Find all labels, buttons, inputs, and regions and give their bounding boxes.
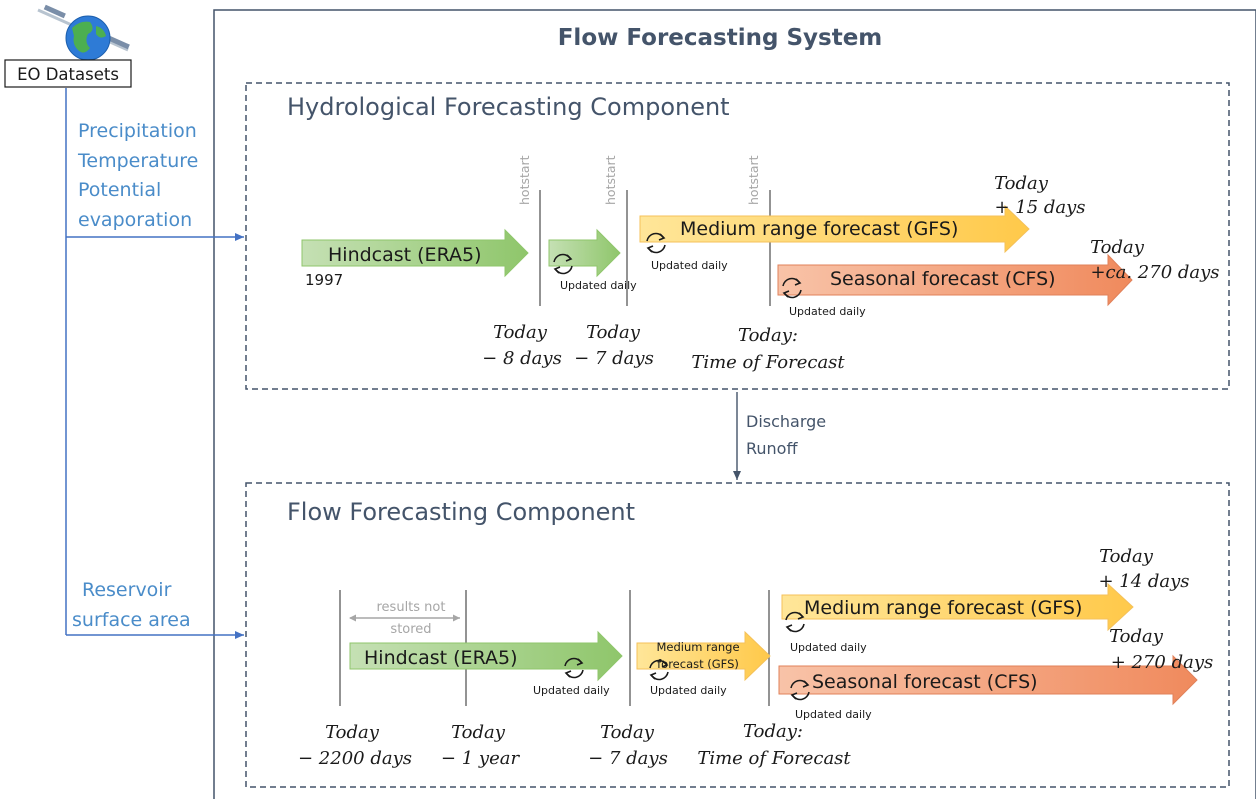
time-label: − 7 days — [588, 748, 668, 769]
flow-component-box — [245, 482, 1230, 788]
link-label: Runoff — [746, 439, 798, 458]
time-label: Today: — [743, 721, 803, 742]
time-label: + 14 days — [1098, 571, 1189, 592]
updated-daily-label: Updated daily — [789, 305, 866, 318]
time-label: Today — [1090, 237, 1145, 258]
flow-medium-bridge-arrow — [636, 630, 771, 682]
results-not-stored-label: stored — [390, 622, 431, 637]
hydro-hindcast-label: Hindcast (ERA5) — [328, 244, 482, 266]
hydro-seasonal-forecast-label: Seasonal forecast (CFS) — [830, 268, 1056, 290]
eo-datasets-label: EO Datasets — [17, 65, 119, 84]
time-label: Today: — [738, 325, 798, 346]
flow-seasonal-forecast-label: Seasonal forecast (CFS) — [812, 671, 1038, 693]
hydro-component-box — [245, 82, 1230, 390]
eo-datasets-box — [4, 59, 132, 88]
time-label: + 270 days — [1111, 652, 1214, 673]
flow-hindcast-arrow — [349, 630, 623, 682]
hydro-medium-forecast-label: Medium range forecast (GFS) — [680, 218, 958, 240]
time-label: − 1 year — [441, 748, 521, 769]
time-label: Today — [1099, 546, 1154, 567]
time-label: Time of Forecast — [691, 352, 845, 373]
time-label: Time of Forecast — [697, 748, 851, 769]
hotstart-label: hotstart — [603, 155, 618, 205]
system-frame — [213, 9, 1256, 799]
updated-daily-label: Updated daily — [560, 279, 637, 292]
time-label: Today — [994, 173, 1049, 194]
time-label: Today — [1109, 626, 1164, 647]
time-label: Today — [325, 722, 380, 743]
results-not-stored-label: results not — [377, 600, 446, 615]
updated-daily-label: Updated daily — [533, 684, 610, 697]
hydro-start-year: 1997 — [305, 271, 343, 289]
updated-daily-label: Updated daily — [795, 708, 872, 721]
hydro-component-title: Hydrological Forecasting Component — [287, 93, 730, 121]
link-label: Discharge — [746, 412, 826, 431]
updated-daily-label: Updated daily — [650, 684, 727, 697]
time-label: Today — [600, 722, 655, 743]
flow-medium-bridge-label: Medium range — [656, 640, 739, 654]
system-title: Flow Forecasting System — [558, 25, 883, 51]
time-label: − 7 days — [574, 348, 654, 369]
time-label: Today — [493, 322, 548, 343]
reservoir-input-labels: Reservoir surface area — [72, 579, 191, 631]
flow-seasonal-forecast-arrow — [778, 654, 1198, 706]
hydro-seasonal-forecast-arrow — [777, 253, 1133, 307]
flow-medium-forecast-label: Medium range forecast (GFS) — [804, 597, 1082, 619]
time-label: Today — [586, 322, 641, 343]
input-label: Potential — [78, 179, 161, 201]
time-label: Today — [451, 722, 506, 743]
time-label: +ca. 270 days — [1090, 262, 1219, 283]
input-label: evaporation — [78, 209, 192, 231]
flow-medium-bridge-label: forecast (GFS) — [657, 657, 739, 671]
time-label: − 8 days — [482, 348, 562, 369]
flow-hindcast-label: Hindcast (ERA5) — [364, 647, 518, 669]
flow-medium-forecast-arrow — [781, 582, 1134, 632]
hydro-hindcast-arrow — [301, 228, 529, 278]
flow-component-title: Flow Forecasting Component — [287, 498, 635, 526]
time-label: + 15 days — [994, 197, 1085, 218]
globe-satellite-icon — [37, 4, 130, 61]
input-label: Temperature — [77, 150, 198, 172]
updated-daily-label: Updated daily — [790, 641, 867, 654]
met-input-labels: Precipitation Temperature Potential evap… — [77, 120, 198, 231]
hotstart-label: hotstart — [746, 155, 761, 205]
input-label: surface area — [72, 609, 191, 631]
hotstart-label: hotstart — [517, 155, 532, 205]
hydro-medium-forecast-arrow — [639, 204, 1030, 254]
time-label: − 2200 days — [298, 748, 412, 769]
hydro-spinup-arrow — [548, 228, 621, 278]
input-label: Precipitation — [78, 120, 197, 142]
updated-daily-label: Updated daily — [651, 259, 728, 272]
input-label: Reservoir — [82, 579, 172, 601]
